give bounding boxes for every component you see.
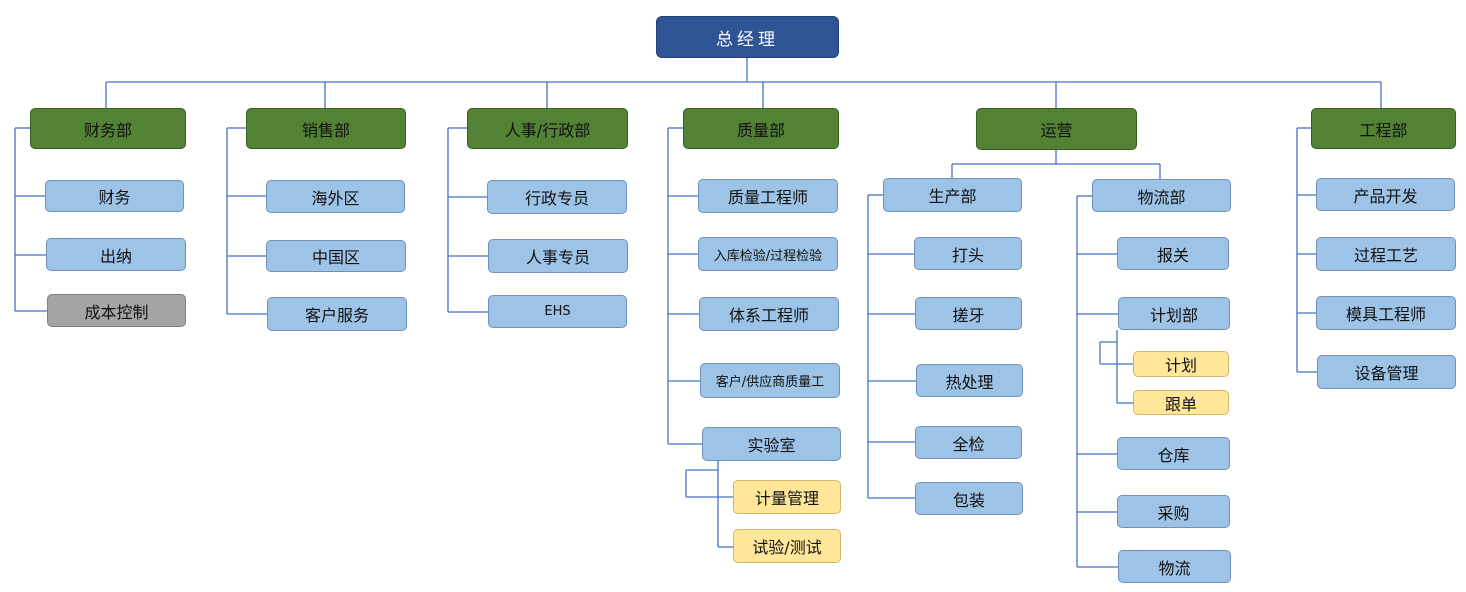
top-node-general-manager: 总经理 [656, 16, 839, 58]
hr-item-ehs: EHS [488, 295, 627, 328]
dept-sales: 销售部 [246, 108, 406, 149]
hr-item-admin-specialist: 行政专员 [487, 180, 627, 214]
sales-item-customer-service: 客户服务 [267, 297, 407, 331]
production-item-packaging: 包装 [915, 482, 1023, 515]
hr-item-hr-specialist: 人事专员 [488, 239, 628, 273]
dept-engineering: 工程部 [1311, 108, 1456, 149]
logistics-item-warehouse: 仓库 [1117, 437, 1230, 470]
engineering-item-product-development: 产品开发 [1316, 178, 1455, 211]
lab-item-test: 试验/测试 [733, 529, 841, 563]
dept-quality: 质量部 [683, 108, 839, 149]
ops-logistics-dept: 物流部 [1092, 179, 1231, 212]
quality-item-laboratory: 实验室 [702, 427, 841, 461]
dept-hr-admin: 人事/行政部 [467, 108, 628, 149]
engineering-item-process-technology: 过程工艺 [1316, 237, 1456, 271]
logistics-item-purchasing: 采购 [1117, 495, 1230, 528]
finance-item-cashier: 出纳 [46, 238, 186, 271]
sales-item-overseas: 海外区 [266, 180, 405, 213]
lab-item-metrology: 计量管理 [733, 480, 841, 514]
quality-item-incoming-process-inspection: 入库检验/过程检验 [698, 237, 838, 271]
logistics-item-customs: 报关 [1117, 237, 1229, 270]
finance-item-cost-control: 成本控制 [47, 294, 186, 327]
quality-item-customer-supplier-quality: 客户/供应商质量工 [700, 363, 840, 398]
production-item-heat-treatment: 热处理 [916, 364, 1023, 397]
logistics-item-planning-dept: 计划部 [1118, 297, 1230, 330]
quality-item-quality-engineer: 质量工程师 [698, 179, 838, 213]
plan-item-planning: 计划 [1133, 351, 1229, 377]
sales-item-china: 中国区 [266, 240, 406, 272]
production-item-thread-rolling: 搓牙 [915, 297, 1022, 330]
finance-item-finance: 财务 [45, 180, 184, 212]
ops-production-dept: 生产部 [883, 178, 1022, 212]
plan-item-order-follow-up: 跟单 [1133, 390, 1229, 415]
production-item-heading: 打头 [914, 237, 1022, 270]
quality-item-system-engineer: 体系工程师 [699, 297, 839, 331]
dept-finance: 财务部 [30, 108, 186, 149]
engineering-item-equipment-management: 设备管理 [1317, 355, 1456, 389]
production-item-full-inspection: 全检 [915, 426, 1022, 459]
dept-operations: 运营 [976, 108, 1137, 150]
engineering-item-tooling-engineer: 模具工程师 [1316, 296, 1456, 330]
logistics-item-logistics: 物流 [1118, 550, 1231, 583]
